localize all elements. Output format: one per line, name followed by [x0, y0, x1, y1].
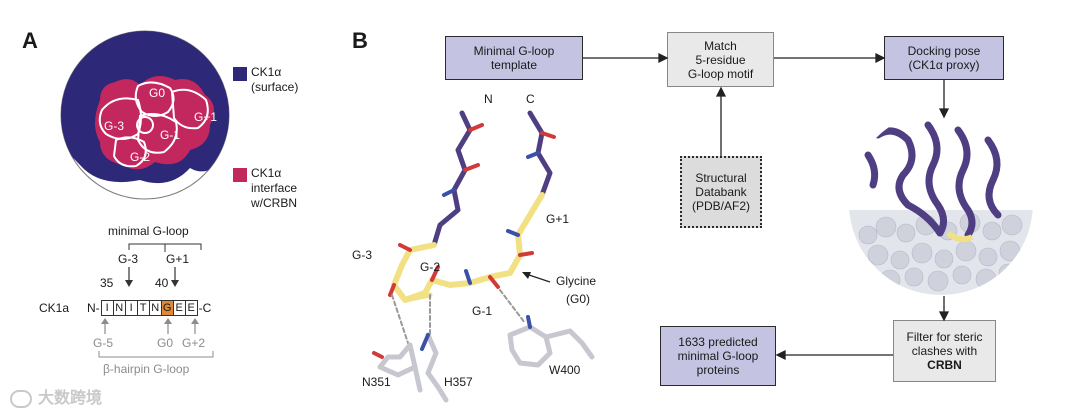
structure-label-n351: N351	[362, 375, 391, 389]
surface-label-gminus3: G-3	[104, 119, 125, 133]
ck1a-surface-image	[60, 30, 230, 200]
watermark-text: 大数跨境	[38, 390, 103, 407]
match-box-line1: Match	[704, 38, 737, 53]
structure-label-gminus2: G-2	[420, 260, 441, 274]
n-terminus: N-	[87, 301, 100, 315]
structure-label-gminus3: G-3	[352, 248, 373, 262]
sequence-brackets	[125, 243, 202, 287]
legend-interface-line1: CK1α	[251, 166, 282, 180]
minimal-gloop-label: minimal G-loop	[108, 224, 189, 238]
structure-label-c: C	[526, 92, 535, 106]
surface-label-gminus1: G-1	[160, 128, 181, 142]
template-box-line2: template	[490, 58, 537, 72]
match-box-line2: 5-residue	[695, 52, 746, 67]
filter-box-line2: clashes with	[911, 344, 978, 358]
filter-box-line1: Filter for steric	[906, 330, 983, 344]
hairpin-label: β-hairpin G-loop	[103, 362, 190, 376]
docking-box-line1: Docking pose	[907, 44, 981, 58]
legend-swatch-surface	[233, 67, 247, 81]
residue-1: I	[100, 300, 114, 316]
databank-box-line2: Databank	[695, 185, 747, 199]
databank-box-line3: (PDB/AF2)	[691, 199, 750, 213]
legend-interface: CK1α interface w/CRBN	[251, 166, 297, 211]
c-terminus: -C	[198, 301, 212, 315]
residue-number-40: 40	[155, 276, 169, 290]
top-label-gminus3: G-3	[118, 252, 139, 266]
surface-label-gminus2: G-2	[130, 150, 151, 164]
legend-surface-line2: (surface)	[251, 80, 299, 94]
watermark: 大数跨境	[10, 384, 102, 408]
sequence-row: N- I N I T N G E E -C	[87, 300, 211, 316]
residue-4: T	[136, 300, 150, 316]
structure-label-gplus1: G+1	[546, 212, 570, 226]
predicted-box-line2: minimal G-loop	[677, 349, 759, 363]
legend-swatch-interface	[233, 168, 247, 182]
legend-interface-line2: interface	[251, 181, 298, 195]
bottom-label-g0: G0	[157, 336, 174, 350]
bottom-label-gplus2: G+2	[182, 336, 206, 350]
residue-8: E	[184, 300, 198, 316]
legend-interface-line3: w/CRBN	[251, 196, 298, 210]
surface-label-g0: G0	[149, 86, 166, 100]
structure-label-n: N	[484, 92, 493, 106]
predicted-box-line1: 1633 predicted	[678, 335, 758, 349]
glycine-arrow	[522, 272, 551, 283]
docking-box-line2: (CK1α proxy)	[908, 58, 980, 72]
bottom-label-gminus5: G-5	[93, 336, 114, 350]
match-box-line3: G-loop motif	[687, 66, 754, 81]
template-box-line1: Minimal G-loop	[473, 44, 555, 58]
surface-label-gplus1: G+1	[194, 110, 218, 124]
residue-7: E	[172, 300, 186, 316]
structure-label-glycine: Glycine	[556, 274, 597, 288]
filter-box-line3: CRBN	[927, 358, 962, 372]
top-label-gplus1: G+1	[166, 252, 190, 266]
watermark-logo-icon	[10, 389, 32, 408]
docking-pose-image	[849, 121, 1033, 295]
protein-name: CK1a	[39, 301, 70, 315]
structure-label-h357: H357	[444, 375, 473, 389]
residue-number-35: 35	[100, 276, 114, 290]
structure-label-w400: W400	[549, 363, 581, 377]
structure-label-gminus1: G-1	[472, 304, 493, 318]
legend-surface-line1: CK1α	[251, 65, 282, 79]
structure-label-g0: (G0)	[566, 292, 590, 306]
panel-letter-b: B	[352, 28, 368, 53]
hairpin-brackets	[98, 318, 214, 358]
legend-surface: CK1α (surface)	[251, 65, 298, 95]
gloop-stick-structure	[372, 110, 595, 403]
panel-letter-a: A	[22, 28, 38, 53]
databank-box-line1: Structural	[695, 171, 747, 185]
predicted-box-line3: proteins	[696, 363, 740, 377]
